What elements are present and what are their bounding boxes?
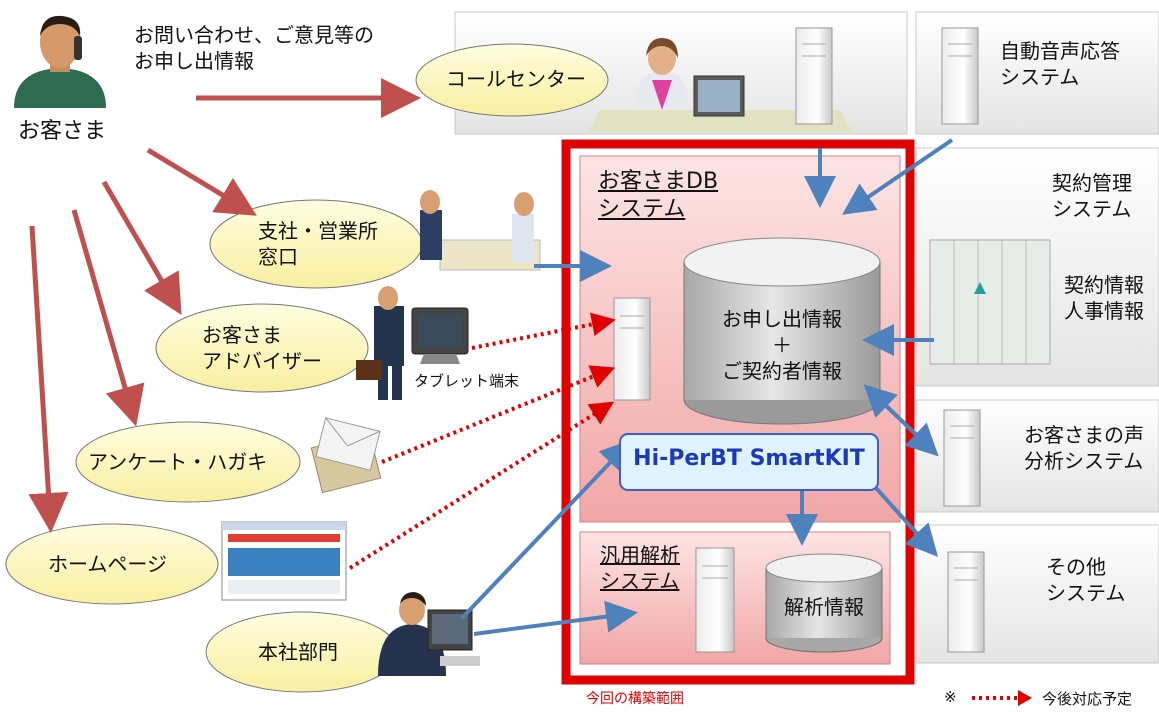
contract-info-label: 契約情報 人事情報 xyxy=(1064,273,1144,323)
tablet-icon xyxy=(411,307,469,364)
inquiry-text: お問い合わせ、ご意見等の お申し出情報 xyxy=(134,23,374,73)
survey-label[interactable]: アンケート・ハガキ xyxy=(88,450,268,474)
other-server-icon xyxy=(947,551,985,653)
call-center-server-icon xyxy=(795,27,833,125)
customer-label: お客さま xyxy=(18,119,107,144)
customer-person-icon xyxy=(14,15,106,108)
homepage-screenshot-icon xyxy=(221,521,347,601)
other-label: その他 システム xyxy=(1046,555,1126,605)
ivr-server-icon xyxy=(941,27,979,125)
homepage-label[interactable]: ホームページ xyxy=(48,552,167,576)
analysis-system-title: 汎用解析 システム xyxy=(600,543,680,593)
voice-label: お客さまの声 分析システム xyxy=(1024,423,1144,473)
legend-label: 今後対応予定 xyxy=(1042,690,1133,708)
contract-label: 契約管理 システム xyxy=(1052,171,1132,221)
legend-mark: ※ xyxy=(944,688,957,706)
analysis-server-icon xyxy=(695,547,735,653)
voice-server-icon xyxy=(943,409,981,507)
call-center-label[interactable]: コールセンター xyxy=(446,67,586,91)
advisor-oval xyxy=(155,303,369,393)
database-label: お申し出情報 ＋ ご契約者情報 xyxy=(722,307,842,383)
server-icons xyxy=(613,27,985,653)
build-scope-label: 今回の構築範囲 xyxy=(586,691,684,707)
customer-database-icon xyxy=(683,237,881,425)
customer-arrows xyxy=(28,78,421,533)
homepage-oval xyxy=(5,523,219,605)
product-name: Hi-PerBT SmartKIT xyxy=(633,446,865,471)
data-arrows xyxy=(460,138,954,636)
legend-planned-arrow xyxy=(972,690,1032,706)
headquarters-label[interactable]: 本社部門 xyxy=(258,640,338,664)
mainframe-icon xyxy=(929,239,1051,365)
advisor-label[interactable]: お客さま アドバイザー xyxy=(202,323,322,373)
office-worker-icon xyxy=(378,592,480,676)
branch-label[interactable]: 支社・営業所 窓口 xyxy=(258,219,378,269)
tablet-label: タブレット端末 xyxy=(414,372,520,390)
advisor-person-icon xyxy=(356,286,404,400)
call-center-agent-icon xyxy=(588,38,852,132)
analysis-database-icon xyxy=(765,553,883,653)
planned-arrows xyxy=(348,312,616,570)
smartkit-box xyxy=(619,433,879,491)
ivr-label: 自動音声応答 システム xyxy=(1000,39,1120,89)
meeting-icon xyxy=(420,190,541,271)
analysis-db-label: 解析情報 xyxy=(784,595,864,619)
mail-icon xyxy=(310,417,382,494)
db-system-title: お客さまDB システム xyxy=(598,169,719,222)
survey-oval xyxy=(75,421,301,503)
db-server-icon xyxy=(613,297,651,401)
